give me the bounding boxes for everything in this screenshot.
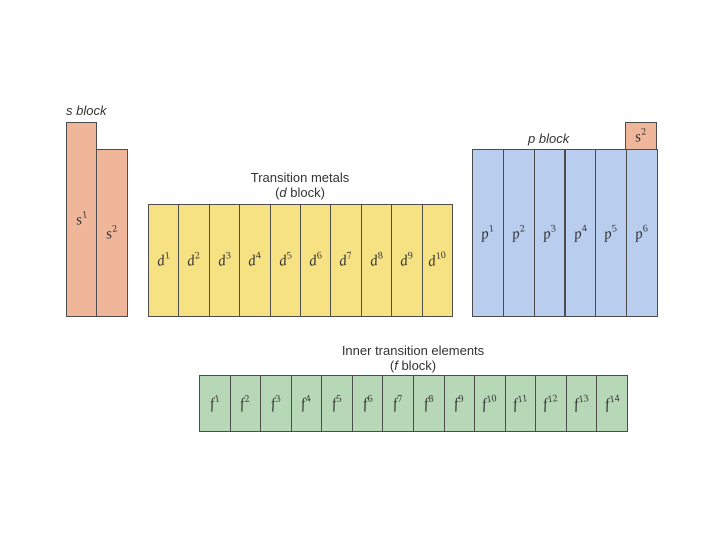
p-block-cell-5: p5 <box>595 149 628 317</box>
f-block-cell-5: f5 <box>321 375 353 432</box>
d-block-cell-5: d5 <box>269 204 301 317</box>
cell-symbol: f10 <box>481 393 498 413</box>
p-block-cell-2: p2 <box>502 149 535 317</box>
d-block-cell-6: d6 <box>300 204 332 317</box>
f-block-cell-6: f6 <box>351 375 384 432</box>
cell-symbol: d6 <box>307 250 323 270</box>
cell-symbol: f12 <box>542 393 559 413</box>
cell-symbol: p3 <box>541 222 557 243</box>
f-block-cell-7: f7 <box>382 375 414 432</box>
cell-symbol: f5 <box>330 393 343 413</box>
cell-symbol: d1 <box>155 250 171 270</box>
cell-symbol: f13 <box>573 393 590 413</box>
cell-symbol: p5 <box>603 222 619 243</box>
cell-symbol: s2 <box>634 125 648 146</box>
cell-symbol: f14 <box>603 393 620 413</box>
cell-symbol: f2 <box>239 393 251 413</box>
s-block-cell-s1: s1 <box>66 122 97 317</box>
d-block-cell-7: d7 <box>330 204 362 317</box>
cell-symbol: f3 <box>269 393 282 413</box>
cell-symbol: f8 <box>422 393 435 413</box>
cell-symbol: f9 <box>453 393 465 413</box>
f-block-cell-14: f14 <box>596 375 628 432</box>
f-block-label-line2: (f block) <box>389 358 437 373</box>
d-block-cell-9: d9 <box>391 204 423 317</box>
cell-symbol: f1 <box>208 393 221 413</box>
cell-symbol: f4 <box>300 393 312 413</box>
d-block-cell-4: d4 <box>239 204 271 317</box>
cell-symbol: p1 <box>480 222 495 243</box>
cell-symbol: d3 <box>216 250 232 270</box>
p-block-cell-6: p6 <box>626 149 658 317</box>
d-block-cell-1: d1 <box>148 204 180 317</box>
cell-symbol: d8 <box>368 250 384 270</box>
cell-symbol: f7 <box>392 393 404 413</box>
cell-symbol: s1 <box>74 209 88 229</box>
cell-symbol: d10 <box>427 249 447 271</box>
f-block-cell-12: f12 <box>535 375 567 432</box>
helium-cell-s2: s2 <box>625 122 657 150</box>
cell-symbol: p6 <box>634 222 649 243</box>
f-block-cell-8: f8 <box>413 375 445 432</box>
d-block-cell-2: d2 <box>178 204 210 317</box>
f-block-cell-4: f4 <box>290 375 323 432</box>
cell-symbol: d5 <box>277 250 293 270</box>
d-block-cell-3: d3 <box>208 204 241 317</box>
p-block-cell-1: p1 <box>472 149 504 317</box>
f-block-label-line1: Inner transition elements <box>341 343 485 358</box>
p-block-label: p block <box>528 131 570 146</box>
cell-symbol: f11 <box>512 393 529 413</box>
cell-symbol: d9 <box>399 250 414 270</box>
f-block-cell-1: f1 <box>199 375 231 432</box>
d-block-label-line2: (d block) <box>275 185 325 200</box>
cell-symbol: f6 <box>361 393 373 413</box>
f-block-cell-11: f11 <box>504 375 537 432</box>
f-block-cell-13: f13 <box>565 375 598 432</box>
cell-symbol: p4 <box>572 222 588 243</box>
cell-symbol: p2 <box>511 222 526 243</box>
d-block-cell-8: d8 <box>360 204 393 317</box>
d-block-label-line1: Transition metals <box>250 170 350 185</box>
s-block-label: s block <box>66 103 106 118</box>
f-block-cell-9: f9 <box>443 375 476 432</box>
cell-symbol: d7 <box>338 250 353 270</box>
f-block-cell-2: f2 <box>229 375 262 432</box>
s-block-label-text: s block <box>66 103 107 118</box>
d-block-cell-10: d10 <box>421 204 453 317</box>
cell-symbol: d2 <box>186 250 201 270</box>
cell-symbol: d4 <box>247 250 262 270</box>
p-block-cell-4: p4 <box>564 149 597 317</box>
s-block-cell-s2: s2 <box>96 149 128 317</box>
f-block-cell-10: f10 <box>474 375 506 432</box>
f-block-cell-3: f3 <box>260 375 292 432</box>
cell-symbol: s2 <box>105 222 119 243</box>
p-block-cell-3: p3 <box>533 149 566 317</box>
